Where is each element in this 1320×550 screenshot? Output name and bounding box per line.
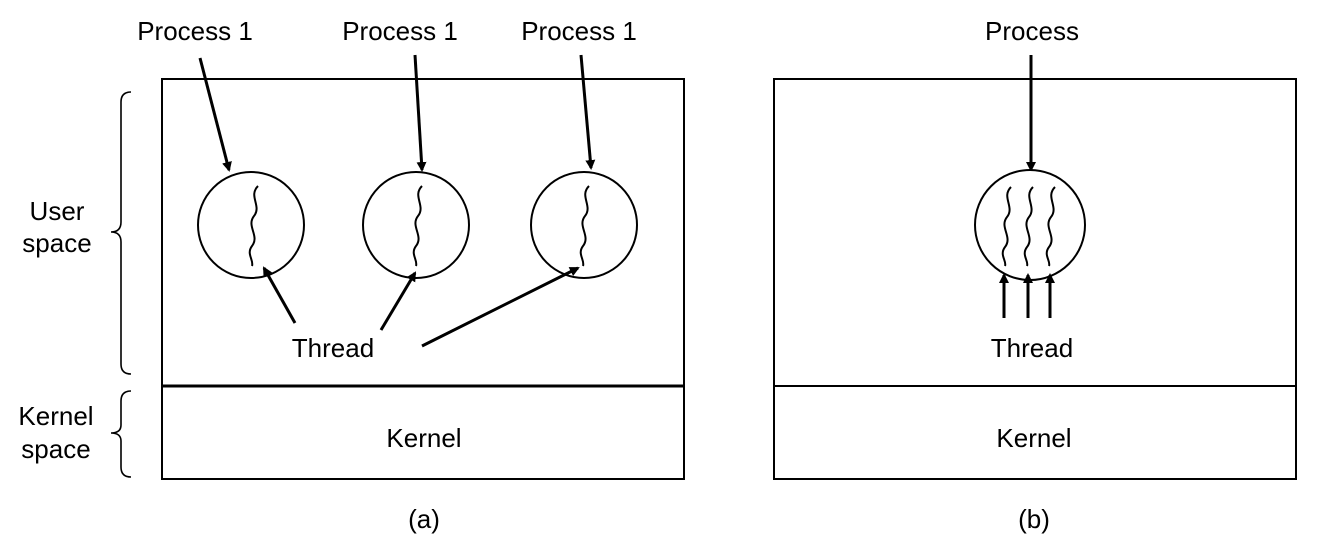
panel-a-process-label-2: Process 1 bbox=[342, 16, 458, 46]
panel-a-thread-label: Thread bbox=[292, 333, 374, 363]
panel-a-frame bbox=[161, 78, 685, 480]
panel-b-thread-1 bbox=[1001, 186, 1012, 267]
user-space-brace bbox=[110, 91, 132, 375]
panel-b-process-circle bbox=[974, 169, 1086, 281]
panel-a-thread-arrow-1 bbox=[262, 266, 297, 324]
panel-b-thread-label: Thread bbox=[991, 333, 1073, 363]
panel-a-thread-arrow-3 bbox=[421, 266, 580, 348]
panel-a-process-circle-3 bbox=[530, 171, 638, 279]
panel-b-thread-3 bbox=[1045, 186, 1056, 267]
user-space-label-line2: space bbox=[22, 228, 91, 258]
panel-a-process-label-1: Process 1 bbox=[137, 16, 253, 46]
panel-a-thread-3 bbox=[579, 185, 590, 267]
panel-b-caption: (b) bbox=[1018, 504, 1050, 534]
panel-b-process-label: Process bbox=[985, 16, 1079, 46]
panel-a-process-arrow-2 bbox=[413, 54, 427, 172]
user-space-label-line1: User bbox=[30, 196, 85, 226]
panel-a-thread-arrow-2 bbox=[379, 271, 417, 331]
panel-b-kernel-label: Kernel bbox=[996, 423, 1071, 453]
panel-b-frame bbox=[773, 78, 1297, 480]
panel-b-thread-2 bbox=[1023, 186, 1034, 267]
kernel-space-brace bbox=[110, 390, 132, 478]
panel-a-caption: (a) bbox=[408, 504, 440, 534]
panel-a-process-arrow-3 bbox=[579, 54, 596, 170]
panel-a-thread-1 bbox=[248, 185, 259, 267]
panel-a-process-arrow-1 bbox=[198, 57, 232, 172]
panel-a-thread-2 bbox=[412, 185, 423, 267]
panel-a: Process 1 Process 1 Process 1 Thread Ker… bbox=[137, 16, 685, 534]
kernel-space-label-line2: space bbox=[21, 434, 90, 464]
panel-a-kernel-label: Kernel bbox=[386, 423, 461, 453]
kernel-space-label-line1: Kernel bbox=[18, 401, 93, 431]
panel-a-process-label-3: Process 1 bbox=[521, 16, 637, 46]
panel-b: Process Thread Kernel (b) bbox=[773, 16, 1297, 534]
